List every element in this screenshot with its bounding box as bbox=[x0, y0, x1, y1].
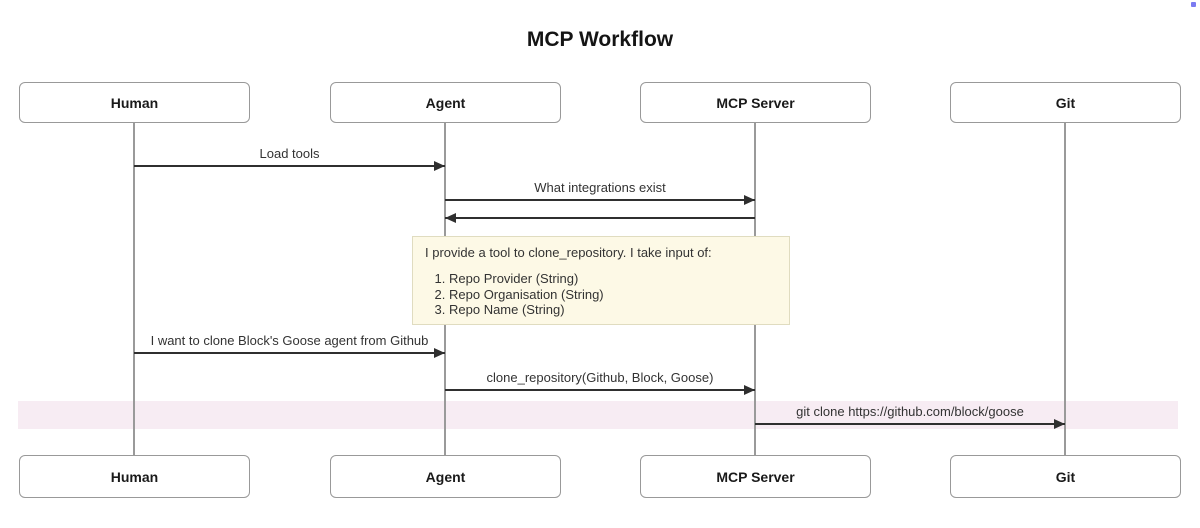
diagram-title: MCP Workflow bbox=[526, 28, 674, 51]
arrowhead-right-icon bbox=[744, 385, 755, 395]
actor-label: Git bbox=[1055, 468, 1076, 485]
message-line bbox=[445, 217, 755, 219]
message-label: git clone https://github.com/block/goose bbox=[796, 404, 1024, 419]
note-input-list: Repo Provider (String) Repo Organisation… bbox=[425, 271, 777, 318]
actor-label: Human bbox=[110, 94, 159, 111]
message-line bbox=[445, 389, 755, 391]
note-clone-repository-tool: I provide a tool to clone_repository. I … bbox=[412, 236, 790, 325]
actor-git-bottom: Git bbox=[950, 455, 1181, 498]
actor-label: Agent bbox=[425, 94, 466, 111]
actor-mcp-server-bottom: MCP Server bbox=[640, 455, 871, 498]
arrowhead-right-icon bbox=[434, 161, 445, 171]
arrowhead-right-icon bbox=[1054, 419, 1065, 429]
message-label: clone_repository(Github, Block, Goose) bbox=[486, 370, 714, 385]
message-line bbox=[134, 165, 445, 167]
message-line bbox=[755, 423, 1065, 425]
actor-agent-top: Agent bbox=[330, 82, 561, 123]
message-label: Load tools bbox=[259, 146, 320, 161]
note-input-item: Repo Provider (String) bbox=[449, 271, 777, 287]
message-line bbox=[445, 199, 755, 201]
actor-mcp-server-top: MCP Server bbox=[640, 82, 871, 123]
note-input-item: Repo Organisation (String) bbox=[449, 287, 777, 303]
arrowhead-right-icon bbox=[434, 348, 445, 358]
lifeline-git bbox=[1064, 122, 1066, 455]
note-input-item: Repo Name (String) bbox=[449, 302, 777, 318]
actor-label: MCP Server bbox=[716, 468, 795, 485]
accent-dot bbox=[1191, 2, 1196, 7]
note-intro: I provide a tool to clone_repository. I … bbox=[425, 245, 712, 260]
actor-agent-bottom: Agent bbox=[330, 455, 561, 498]
actor-label: Agent bbox=[425, 468, 466, 485]
message-line bbox=[134, 352, 445, 354]
actor-human-bottom: Human bbox=[19, 455, 250, 498]
actor-label: Git bbox=[1055, 94, 1076, 111]
arrowhead-right-icon bbox=[744, 195, 755, 205]
message-label: What integrations exist bbox=[534, 180, 666, 195]
actor-label: Human bbox=[110, 468, 159, 485]
message-label: I want to clone Block's Goose agent from… bbox=[150, 333, 429, 348]
arrowhead-left-icon bbox=[445, 213, 456, 223]
lifeline-human bbox=[133, 122, 135, 455]
actor-human-top: Human bbox=[19, 82, 250, 123]
actor-git-top: Git bbox=[950, 82, 1181, 123]
actor-label: MCP Server bbox=[716, 94, 795, 111]
